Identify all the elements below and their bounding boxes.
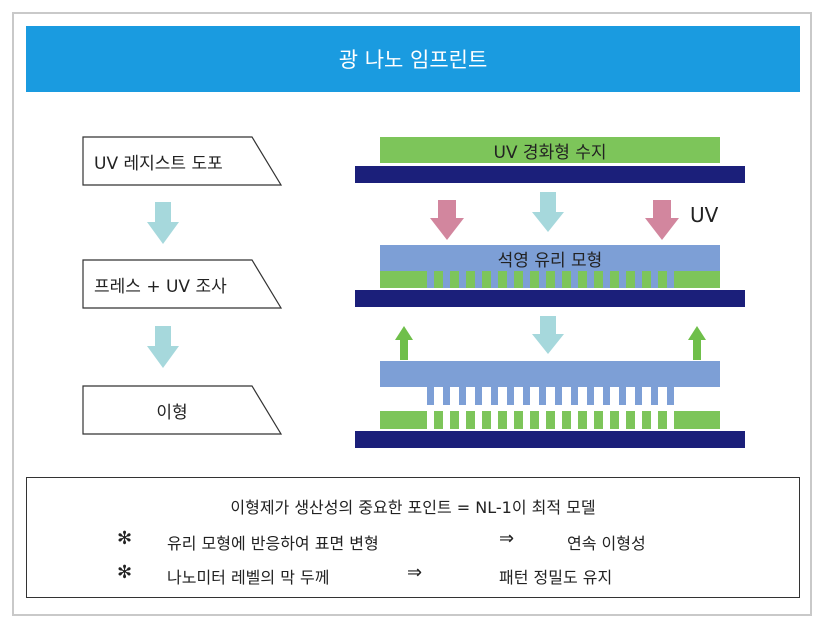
process-arrow-2	[147, 326, 179, 372]
mold-teeth-stage2	[427, 271, 674, 288]
press-arrow	[532, 192, 564, 232]
note-effect-2: 패턴 정밀도 유지	[499, 568, 613, 587]
bullet-icon: ✻	[117, 528, 133, 549]
note-cause-1: 유리 모형에 반응하여 표면 변형	[167, 534, 379, 553]
step-box-shape	[82, 136, 282, 186]
implies-arrow-icon: ⇒	[407, 562, 423, 583]
step-box-shape	[82, 259, 282, 309]
step-box-press: 프레스 + UV 조사	[82, 259, 282, 309]
release-arrow-right	[688, 326, 706, 360]
page-title: 광 나노 임프린트	[338, 48, 488, 72]
press-arrow-2	[532, 316, 564, 354]
step-box-coating: UV 레지스트 도포	[82, 136, 282, 186]
title-banner: 광 나노 임프린트	[26, 26, 800, 92]
release-arrow-left	[395, 326, 413, 360]
note-effect-1: 연속 이형성	[567, 534, 646, 553]
note-cause-2: 나노미터 레벨의 막 두께	[167, 568, 330, 587]
mold-label: 석영 유리 모형	[497, 250, 603, 271]
uv-resin-layer	[380, 137, 720, 163]
step-label-press: 프레스 + UV 조사	[94, 276, 227, 297]
uv-arrow-right	[645, 200, 679, 240]
implies-arrow-icon: ⇒	[499, 528, 515, 549]
step-label-coating: UV 레지스트 도포	[94, 153, 223, 174]
step-box-release: 이형	[82, 385, 282, 435]
step-label-release: 이형	[156, 402, 188, 423]
quartz-mold-stage3	[380, 361, 720, 387]
step-box-shape	[82, 385, 282, 435]
notes-headline: 이형제가 생산성의 중요한 포인트 = NL-1이 최적 모델	[230, 498, 596, 517]
resin-gaps-stage3	[427, 411, 674, 429]
process-arrow-1	[147, 202, 179, 248]
notes-box: 이형제가 생산성의 중요한 포인트 = NL-1이 최적 모델 ✻ 유리 모형에…	[26, 477, 800, 598]
uv-arrow-left	[430, 200, 464, 240]
quartz-mold-stage2	[380, 245, 720, 271]
mold-teeth-stage3	[427, 387, 674, 405]
substrate-1	[355, 166, 745, 183]
uv-label: UV	[690, 203, 719, 227]
substrate-2	[355, 290, 745, 307]
resin-label: UV 경화형 수지	[493, 142, 607, 163]
bullet-icon: ✻	[117, 562, 133, 583]
substrate-3	[355, 431, 745, 448]
